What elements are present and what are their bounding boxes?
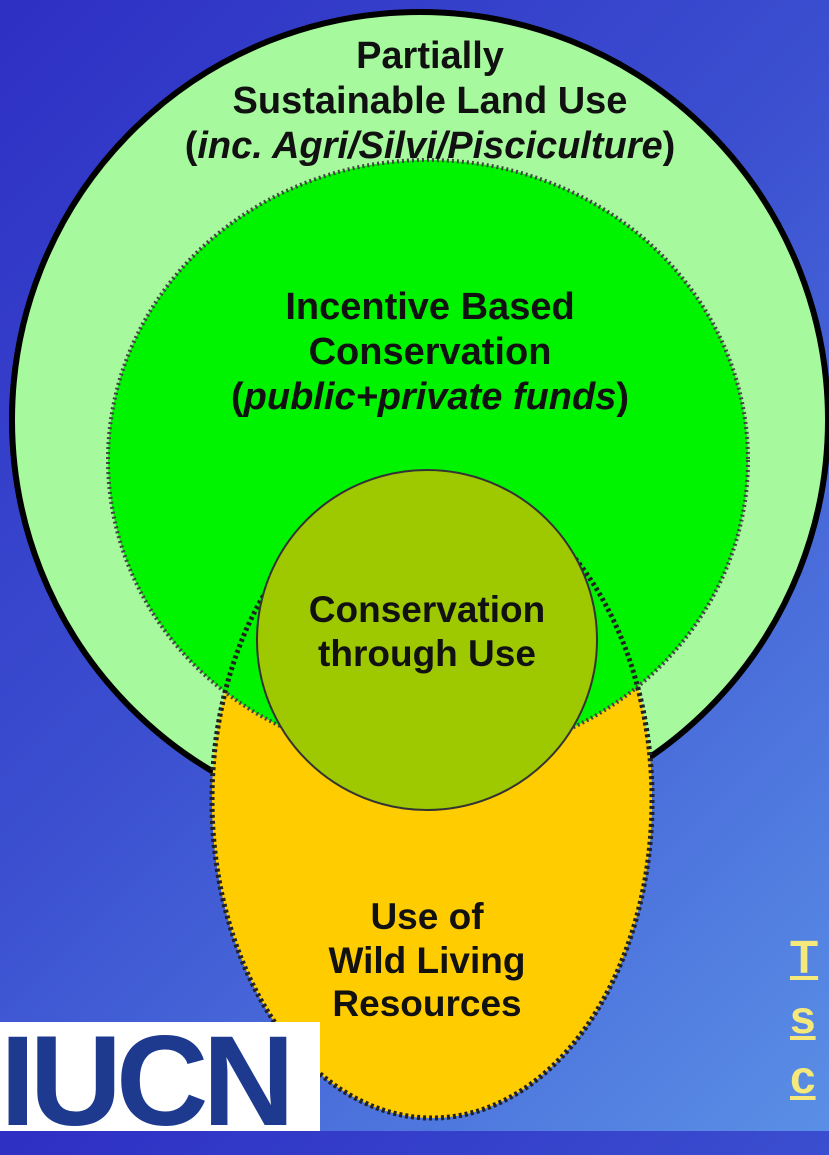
side-line-2: s: [790, 990, 816, 1043]
conservation-through-use-circle: [256, 469, 598, 811]
outer-italic: inc. Agri/Silvi/Pisciculture: [197, 124, 663, 167]
inner-circle-label: Conservation through Use: [262, 588, 592, 675]
mid-italic: public+private funds: [243, 375, 617, 418]
outer-line-2: Sustainable Land Use: [232, 79, 628, 122]
use-line-1: Use of: [370, 896, 484, 937]
outer-line-3: (inc. Agri/Silvi/Pisciculture): [100, 124, 760, 169]
incentive-circle-label: Incentive Based Conservation (public+pri…: [150, 285, 710, 419]
paren-close: ): [616, 375, 629, 418]
wild-resources-label: Use of Wild Living Resources: [262, 895, 592, 1026]
logo-text: IUCN: [0, 1010, 295, 1153]
paren-close: ): [662, 124, 676, 167]
iucn-logo: IUCN: [0, 1010, 320, 1153]
side-line-1: T: [790, 931, 819, 983]
inner-line-2: through Use: [318, 632, 536, 674]
venn-diagram: [9, 9, 829, 1121]
wild-resources-outline: [209, 479, 655, 1121]
cut-off-link-text[interactable]: T s c: [790, 928, 829, 1107]
outer-line-1: Partially: [356, 35, 504, 77]
paren-open: (: [184, 124, 198, 167]
outer-circle-label: Partially Sustainable Land Use (inc. Agr…: [100, 34, 760, 168]
inner-line-1: Conservation: [308, 589, 546, 630]
mid-line-2: Conservation: [308, 330, 552, 373]
use-line-2: Wild Living: [328, 939, 526, 981]
paren-open: (: [231, 375, 244, 418]
mid-line-1: Incentive Based: [285, 286, 575, 328]
mid-line-3: (public+private funds): [150, 375, 710, 420]
use-line-3: Resources: [332, 983, 522, 1025]
side-line-3: c: [790, 1050, 816, 1103]
